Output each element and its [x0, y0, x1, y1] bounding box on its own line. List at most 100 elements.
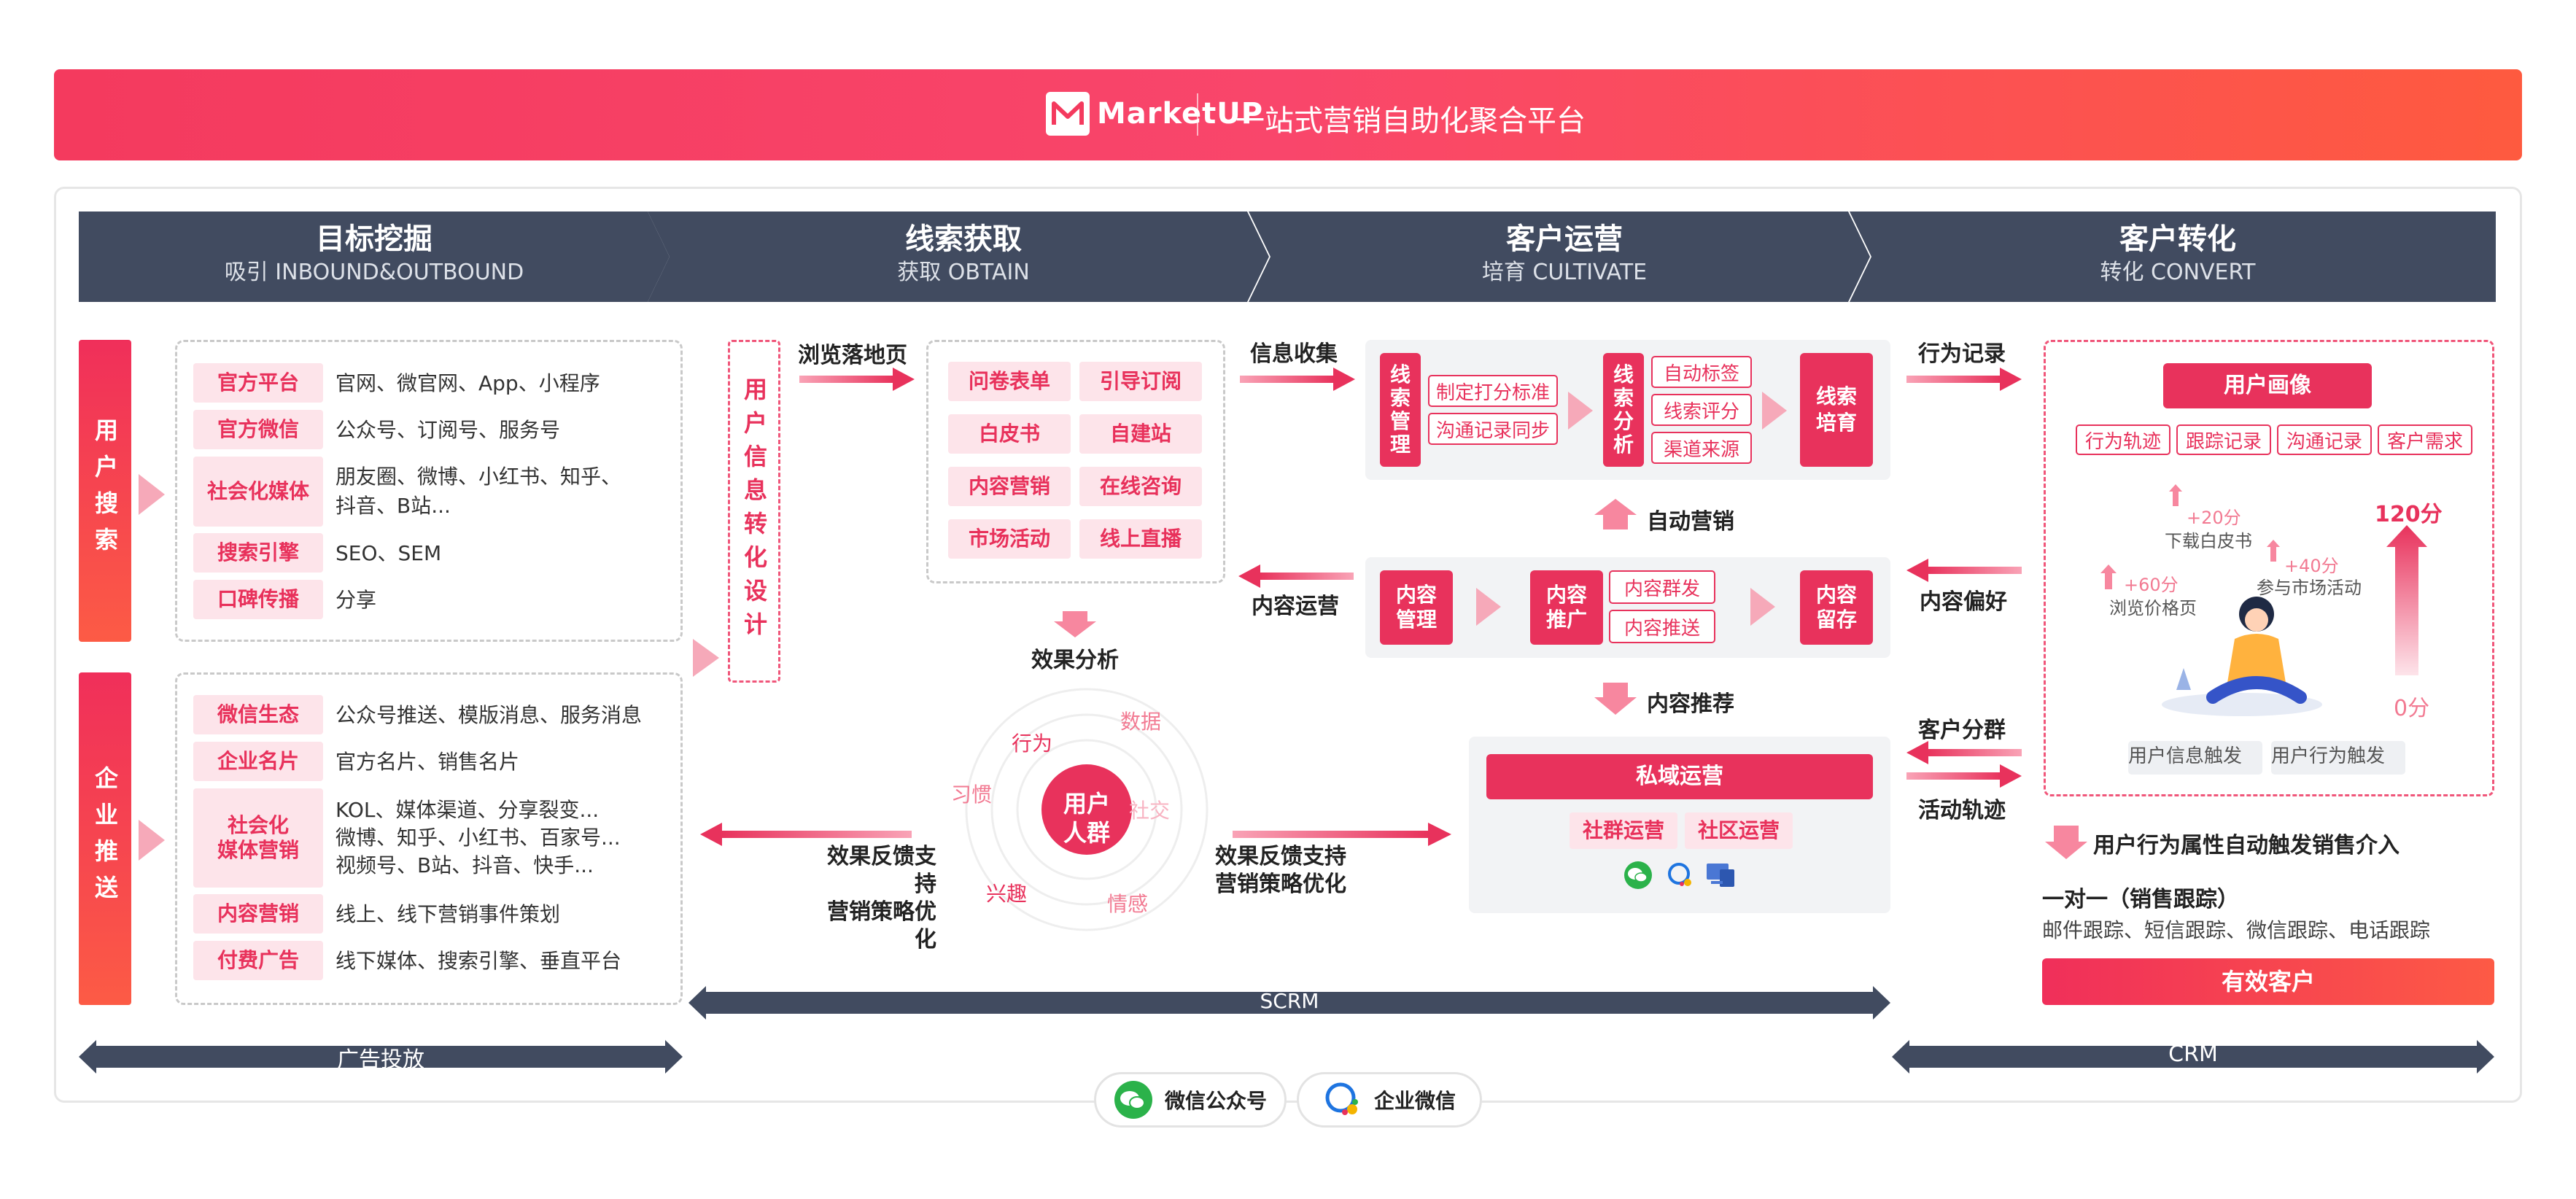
effective-customer: 有效客户 [2042, 958, 2494, 1005]
label-effect: 效果分析 [1031, 648, 1119, 673]
arrow-content-ops-icon [1238, 564, 1354, 588]
arrow-landing-icon [799, 368, 915, 391]
chip-paid-ads: 付费广告 [193, 941, 323, 980]
private-ops: 私域运营 [1486, 754, 1873, 799]
chip-official-wechat: 官方微信 [193, 410, 323, 449]
arrow-feedback-left-icon [700, 823, 912, 846]
arrow-up-icon [2169, 484, 2182, 506]
stage-title: 线索获取 [905, 222, 1022, 256]
chip-content-mkt: 内容营销 [948, 467, 1071, 506]
arrow-behavior-icon [1906, 368, 2022, 391]
wecom-icon [1325, 1082, 1358, 1115]
stage-sub: 转化 CONVERT [2100, 260, 2256, 285]
arrow-right-icon [1750, 588, 1775, 626]
stage-title: 目标挖掘 [316, 222, 432, 256]
logo-icon [1046, 92, 1090, 136]
arrow-down-icon [2045, 826, 2087, 859]
arrow-content-pref-icon [1906, 559, 2022, 582]
chip-market-event: 市场活动 [948, 519, 1071, 559]
row-text: 朋友圈、微博、小红书、知乎、 [335, 465, 622, 489]
content-push: 内容推广 [1530, 570, 1603, 645]
chip-wechat-eco: 微信生态 [193, 695, 323, 734]
user-search-box [175, 340, 683, 642]
lead-analysis: 线索分析 [1603, 353, 1644, 467]
chip-word-of-mouth: 口碑传播 [193, 580, 323, 619]
chip-business-card: 企业名片 [193, 742, 323, 781]
auto-trigger-label: 用户行为属性自动触发销售介入 [2093, 833, 2400, 858]
user-portrait: 用户画像 [2163, 363, 2372, 408]
tab-enterprise-push: 企业推送 [79, 672, 131, 1005]
opt-record-sync: 沟通记录同步 [1428, 413, 1558, 445]
arrow-right-icon [139, 820, 165, 861]
chip-social-media: 社会化媒体 [193, 457, 323, 527]
row-text: 分享 [335, 588, 377, 612]
content-retain: 内容留存 [1800, 570, 1873, 645]
label-content-rec: 内容推荐 [1647, 691, 1734, 717]
circle-center-label: 用户人群 [1063, 790, 1110, 847]
chip-survey: 问卷表单 [948, 362, 1071, 401]
label-landing: 浏览落地页 [798, 343, 907, 368]
tab-user-search: 用户搜索 [79, 340, 131, 642]
label-behavior-record: 行为记录 [1918, 341, 2006, 367]
trigger-behavior: 用户行为触发 [2271, 741, 2405, 775]
lead-mgmt: 线索管理 [1380, 353, 1421, 467]
arrow-right-icon [1762, 392, 1787, 430]
row-text: 公众号推送、模版消息、服务消息 [335, 703, 643, 727]
ad-arrow-icon [79, 1040, 683, 1074]
arrow-activity-icon [1906, 764, 2022, 788]
circle-word: 兴趣 [986, 882, 1028, 906]
circle-center: 用户人群 [1030, 789, 1144, 847]
wechat-icon [1114, 1081, 1152, 1119]
stage-sub: 培育 CULTIVATE [1481, 260, 1648, 285]
arrow-down-icon [1594, 683, 1637, 715]
arrow-up-icon [2100, 564, 2117, 589]
tracks-text: 邮件跟踪、短信跟踪、微信跟踪、电话跟踪 [2042, 918, 2431, 942]
crm-label: CRM [2168, 1041, 2218, 1067]
wechat-icon [1624, 861, 1652, 889]
stage-cultivate: 客户运营培育 CULTIVATE [1249, 212, 1870, 302]
circle-word: 社交 [1129, 799, 1171, 823]
tag-behavior-track: 行为轨迹 [2076, 424, 2170, 455]
score-desc: 参与市场活动 [2257, 578, 2362, 598]
score-max: 120分 [2375, 502, 2443, 527]
label-line: 效果反馈支持 [827, 844, 936, 897]
obtain-box [926, 340, 1225, 583]
circle-word: 习惯 [951, 783, 993, 807]
label-content-ops: 内容运营 [1252, 594, 1339, 619]
tag-follow-record: 跟踪记录 [2176, 424, 2271, 455]
lead-nurture-label: 线索培育 [1815, 384, 1857, 435]
wecom-icon [1668, 863, 1691, 886]
one-to-one: 一对一（销售跟踪） [2042, 887, 2239, 912]
chip-self-site: 自建站 [1079, 414, 1202, 454]
chip-community-group: 社群运营 [1570, 812, 1677, 849]
row-text: 公众号、订阅号、服务号 [335, 418, 561, 442]
chip-official-platform: 官方平台 [193, 363, 323, 403]
label-activity-track: 活动轨迹 [1918, 798, 2006, 823]
chip-line: 社会化 [227, 813, 289, 837]
person-illustration [2162, 597, 2322, 716]
chip-live-stream: 线上直播 [1079, 519, 1202, 559]
portrait-box [2044, 340, 2494, 796]
opt-lead-score: 线索评分 [1651, 394, 1752, 426]
arrow-right-icon [139, 474, 165, 515]
scrm-label: SCRM [1260, 989, 1319, 1013]
lead-mgmt-label: 线索管理 [1389, 362, 1411, 457]
row-text: 抖音、B站... [335, 494, 451, 518]
chip-social-marketing: 社会化 媒体营销 [193, 788, 323, 888]
audience-circle [965, 688, 1209, 931]
label-feedback-right: 效果反馈支持营销策略优化 [1215, 843, 1346, 899]
label-feedback-left: 效果反馈支持营销策略优化 [812, 843, 936, 954]
arrow-group-icon [1906, 741, 2022, 764]
trigger-info: 用户信息触发 [2128, 741, 2262, 775]
arrow-info-collect-icon [1240, 368, 1355, 391]
wecom-label: 企业微信 [1373, 1089, 1456, 1113]
opt-scoring: 制定打分标准 [1428, 375, 1558, 407]
ad-label: 广告投放 [337, 1047, 424, 1073]
wechat-mp-badge[interactable]: 微信公众号 [1094, 1072, 1287, 1128]
arrow-feedback-right-icon [1233, 823, 1451, 846]
main-frame [54, 187, 2522, 1103]
label-auto-marketing: 自动营销 [1647, 509, 1734, 535]
score-label: +20分 [2187, 508, 2241, 528]
wecom-badge[interactable]: 企业微信 [1297, 1072, 1482, 1128]
logo-text: MarketUP [1097, 97, 1264, 131]
